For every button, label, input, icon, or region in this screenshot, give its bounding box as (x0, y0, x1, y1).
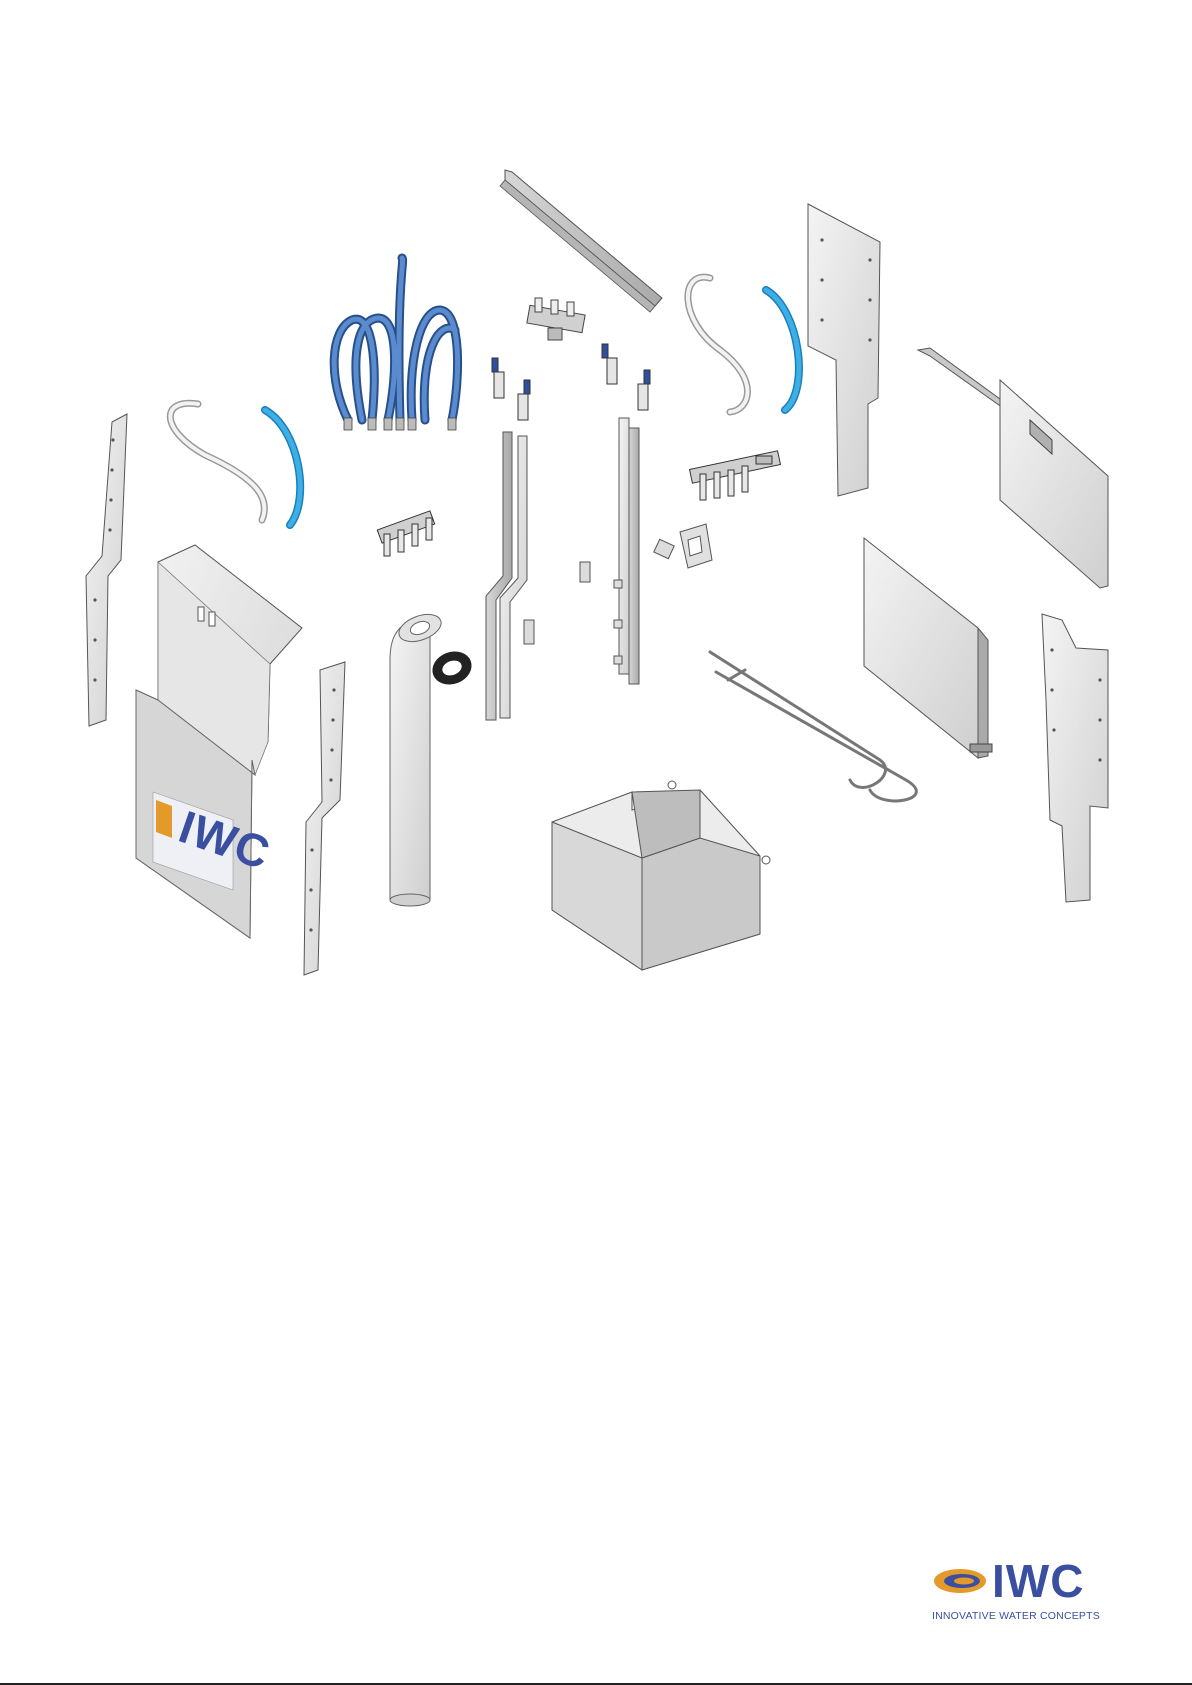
gasket-ring (428, 646, 477, 690)
side-panel-middle-right (864, 538, 992, 758)
iwc-brand-logo: IWC INNOVATIVE WATER CONCEPTS (930, 1555, 1110, 1625)
grey-hose-right (688, 277, 748, 412)
side-strip-right (1042, 614, 1108, 902)
bracket-clip (680, 524, 712, 568)
side-panel-top-right (918, 348, 1108, 588)
logo-swoosh-icon (934, 1569, 986, 1593)
valve-manifold-small (377, 511, 434, 556)
base-tray (552, 781, 770, 970)
logo-tagline: INNOVATIVE WATER CONCEPTS (932, 1610, 1100, 1622)
drain-pipe (390, 609, 445, 906)
ball-valves-right (602, 344, 650, 410)
logo-wordmark: IWC (992, 1555, 1084, 1607)
small-brackets (524, 539, 674, 644)
left-side-strip (86, 414, 127, 726)
back-panel-right (808, 204, 880, 496)
ball-valves-left (492, 358, 530, 420)
vertical-pipe-right (614, 418, 639, 684)
front-cover-panel: IWC (136, 545, 302, 938)
manifold-top (527, 298, 585, 340)
exploded-parts-drawing: IWC (0, 0, 1192, 1020)
blue-hose-bundle (334, 258, 457, 430)
front-cover-side-strip (304, 662, 345, 975)
valve-manifold-right (690, 451, 781, 500)
top-rail (500, 170, 662, 312)
vertical-pipe-left (486, 432, 527, 720)
